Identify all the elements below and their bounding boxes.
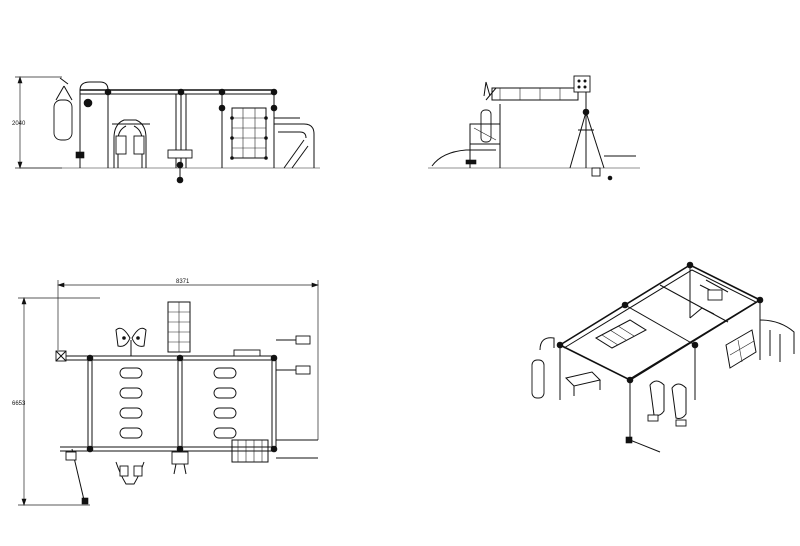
plan-lever bbox=[65, 448, 89, 505]
plan-dip-station bbox=[115, 461, 145, 485]
monkey-bar-rungs-left bbox=[119, 367, 143, 439]
iso-right-net bbox=[725, 329, 757, 369]
iso-right-stairs bbox=[759, 319, 795, 362]
climbing-net bbox=[230, 107, 268, 160]
dip-station bbox=[112, 119, 150, 168]
plan-main-frame bbox=[60, 354, 278, 453]
plan-right-attachments bbox=[231, 335, 318, 463]
incline-stairs bbox=[274, 117, 315, 169]
plan-lower-mid-station bbox=[171, 451, 189, 475]
monkey-bar-rungs-right bbox=[213, 367, 237, 439]
depth-dimension: 6653 bbox=[12, 297, 100, 506]
isometric-view bbox=[531, 261, 795, 453]
front-posts bbox=[104, 88, 278, 168]
width-dimension-label: 8371 bbox=[176, 279, 190, 285]
center-station bbox=[167, 94, 193, 184]
iso-bag bbox=[531, 337, 555, 399]
iso-lever bbox=[625, 436, 661, 453]
iso-dip-stations bbox=[647, 380, 687, 427]
iso-net bbox=[594, 319, 648, 349]
iso-overhead bbox=[689, 279, 729, 319]
side-elevation-view bbox=[428, 75, 640, 181]
overhead-ladder bbox=[485, 75, 591, 101]
width-dimension: 8371 bbox=[57, 279, 319, 440]
side-bench bbox=[431, 104, 501, 168]
side-a-frame bbox=[569, 92, 636, 181]
pec-station bbox=[115, 327, 147, 356]
height-dimension-label: 2040 bbox=[12, 121, 26, 127]
plan-climbing-net bbox=[167, 301, 191, 353]
iso-frame bbox=[556, 261, 764, 440]
depth-dimension-label: 6653 bbox=[12, 401, 26, 407]
punching-bag bbox=[53, 77, 85, 168]
iso-bench bbox=[565, 371, 601, 396]
top-plan-view: 8371 6653 bbox=[12, 279, 319, 506]
front-elevation-view: 2040 bbox=[12, 76, 320, 184]
